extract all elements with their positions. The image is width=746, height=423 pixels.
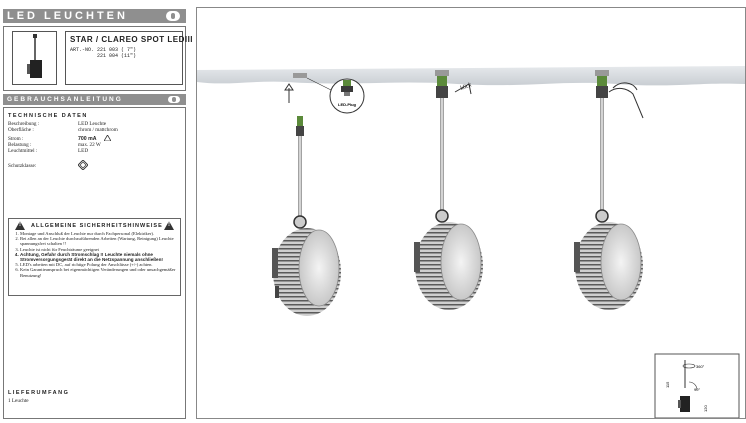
angle-360-label: 360° <box>696 364 705 369</box>
warning-left-icon <box>15 221 25 230</box>
lamp-thumbnail-icon <box>27 34 42 78</box>
logo-small-icon <box>168 96 180 103</box>
tech-label: Belastung : <box>8 142 32 148</box>
tech-title: TECHNISCHE DATEN <box>8 113 88 119</box>
product-info: STAR / CLAREO SPOT LEDIII ART.-NO. 221 0… <box>65 31 194 85</box>
tech-row: Belastung : max. 22 W <box>8 142 101 148</box>
safety-item: Kein Garantieanspruch bei eigenmächtigen… <box>20 267 180 277</box>
tech-label: Oberfläche : <box>8 127 34 133</box>
art-number-2: 221 004 (11") <box>97 53 137 59</box>
article-numbers: ART.-NO. 221 003 ( 7") 221 004 (11") <box>70 47 178 59</box>
delivery-title: LIEFERUMFANG <box>8 390 70 396</box>
product-box: STAR / CLAREO SPOT LEDIII ART.-NO. 221 0… <box>3 26 194 91</box>
warning-small-icon <box>103 134 112 143</box>
product-title: STAR / CLAREO SPOT LEDIII <box>70 35 194 44</box>
tech-row: Schutzklasse: <box>8 159 89 171</box>
dim-120-label: 120 <box>703 405 708 412</box>
lamp-2: klick <box>414 70 483 310</box>
tech-value: 700 mA <box>78 136 97 142</box>
safety-item: Achtung, Gefahr durch Stromschlag !! Leu… <box>20 252 180 262</box>
tech-row: Strom : 700 mA <box>8 134 112 142</box>
brand-title: LED LEUCHTEN <box>7 10 128 22</box>
art-number-1: 221 003 ( 7") <box>97 47 137 53</box>
instructions-box: TECHNISCHE DATEN Beschreibung : LED Leuc… <box>3 107 186 419</box>
ceiling-shape <box>197 66 745 86</box>
tech-value: LED <box>78 148 89 154</box>
tech-row: Oberfläche : chrom / mattchrom <box>8 127 118 133</box>
tech-value: chrom / mattchrom <box>78 127 118 133</box>
art-label: ART.-NO. <box>70 47 95 53</box>
tech-row: Leuchtmittel : LED <box>8 148 88 154</box>
lamp-1: LED-Plug <box>272 73 365 316</box>
safety-title: ALLGEMEINE SICHERHEITSHINWEISE <box>31 223 163 229</box>
tech-label: Strom : <box>8 136 24 142</box>
logo-icon <box>166 11 180 21</box>
product-thumbnail <box>12 31 57 85</box>
dimension-inset: 360° 90° 115 120 <box>654 353 740 419</box>
tech-label: Leuchtmittel : <box>8 148 38 154</box>
brand-header: LED LEUCHTEN <box>3 9 186 23</box>
warning-right-icon <box>164 221 174 230</box>
tech-label: Beschreibung : <box>8 121 40 127</box>
safety-item: Bei allen an der Leuchte durchzuführende… <box>20 236 180 246</box>
tech-value: max. 22 W <box>78 142 101 148</box>
dim-115-label: 115 <box>665 381 670 388</box>
delivery-value: 1 Leuchte <box>8 398 29 404</box>
lamp-3 <box>574 70 644 310</box>
safety-box: ALLGEMEINE SICHERHEITSHINWEISE Montage u… <box>8 218 181 296</box>
left-panel: LED LEUCHTEN STAR / CLAREO SPOT LEDIII A… <box>3 9 194 419</box>
mounting-illustration: LED-Plug klick <box>197 66 745 419</box>
safety-item: Leuchte ist nicht für Feuchträume geeign… <box>20 247 180 252</box>
tech-label: Schutzklasse: <box>8 163 37 169</box>
instructions-header: GEBRAUCHSANLEITUNG <box>3 94 186 105</box>
plug-label: LED-Plug <box>338 102 357 107</box>
tech-row: Beschreibung : LED Leuchte <box>8 121 106 127</box>
safety-item: Montage und Anschluß der Leuchte nur dur… <box>20 231 180 236</box>
safety-item: LED's arbeiten mit DC, auf richtige Polu… <box>20 262 180 267</box>
instructions-title: GEBRAUCHSANLEITUNG <box>7 96 123 103</box>
tech-value: LED Leuchte <box>78 121 107 127</box>
safety-list: Montage und Anschluß der Leuchte nur dur… <box>11 231 180 278</box>
illustration-panel: LED-Plug klick <box>196 7 746 419</box>
click-label: klick <box>460 82 473 92</box>
angle-90-label: 90° <box>694 387 700 392</box>
protection-class-icon <box>77 159 89 172</box>
